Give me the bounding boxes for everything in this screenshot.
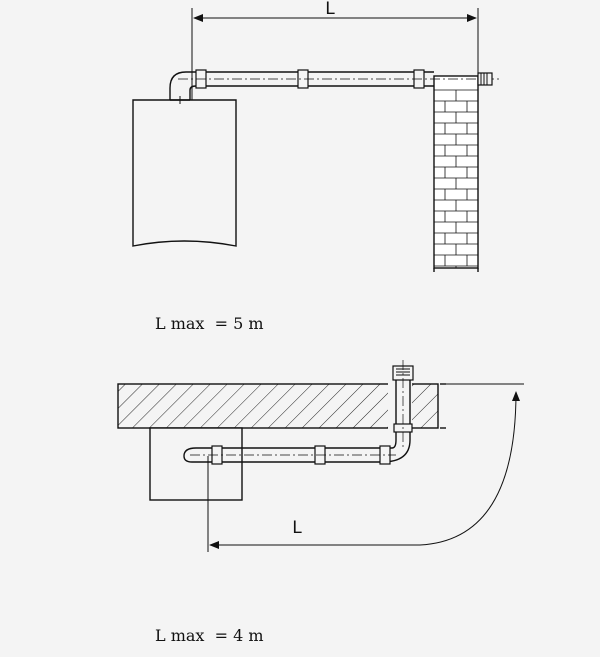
- top-diagram: L: [132, 0, 502, 272]
- top-caption: L max = 5 m: [155, 314, 264, 333]
- top-brick-wall: [433, 75, 479, 272]
- bottom-boiler: [149, 427, 243, 501]
- top-boiler: [132, 99, 237, 247]
- top-dimension-label: L: [325, 0, 335, 19]
- bottom-diagram: L: [117, 360, 524, 552]
- top-flue-pipe: [169, 69, 502, 101]
- top-dimension-line: L: [191, 0, 479, 100]
- bottom-dimension-line: L: [207, 383, 524, 552]
- bottom-caption: L max = 4 m: [155, 626, 264, 645]
- bottom-dimension-label: L: [292, 518, 302, 538]
